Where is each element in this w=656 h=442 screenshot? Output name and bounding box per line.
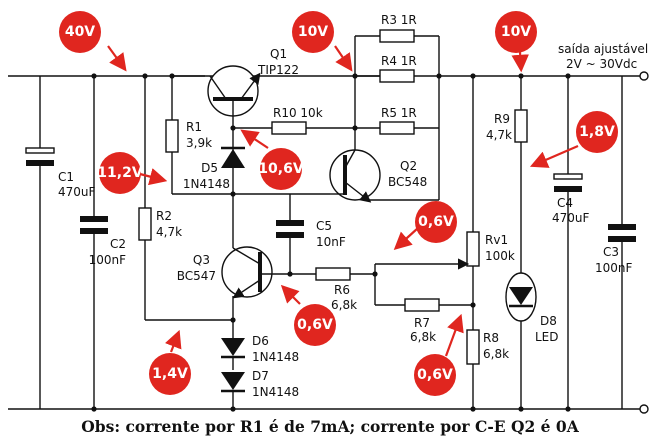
resistor-r8: R8 6,8k <box>466 329 509 409</box>
c2-value: 100nF <box>89 253 127 267</box>
r7-value: 6,8k <box>410 330 436 344</box>
c5-name: C5 <box>316 219 332 233</box>
capacitor-c1: C1 470uF <box>25 76 96 409</box>
ground-terminal <box>639 404 649 414</box>
badge-0-6v-mid: 0,6V <box>297 317 333 333</box>
diode-d6: D6 1N4148 <box>221 334 299 370</box>
potentiometer-rv1: Rv1 100k <box>374 76 515 330</box>
capacitor-c4: C4 470uF <box>552 76 590 409</box>
r1-value: 3,9k <box>186 136 212 150</box>
d5-name: D5 <box>201 161 218 175</box>
r2-value: 4,7k <box>156 225 182 239</box>
transistor-q1: Q1 TIP122 <box>172 47 299 140</box>
rv1-name: Rv1 <box>485 233 508 247</box>
badge-1-4v: 1,4V <box>152 366 188 382</box>
r4-label: R4 1R <box>381 54 417 68</box>
badge-10v-left: 10V <box>298 24 328 40</box>
led-d8: D8 LED <box>505 272 559 409</box>
c1-name: C1 <box>58 170 74 184</box>
resistor-r2: R2 4,7k <box>138 76 233 321</box>
badge-11-2v: 11,2V <box>97 165 143 181</box>
transistor-q2: Q2 BC548 <box>329 128 440 203</box>
badge-1-8v: 1,8V <box>579 124 615 140</box>
annotation-1-4v: 1,4V <box>149 329 191 395</box>
r7-name: R7 <box>414 316 430 330</box>
capacitor-c2: C2 100nF <box>80 76 126 409</box>
r9-name: R9 <box>494 112 510 126</box>
badge-10v-right: 10V <box>501 24 531 40</box>
d6-part: 1N4148 <box>252 350 299 364</box>
resistor-r4: R4 1R <box>355 54 417 83</box>
q3-part: BC547 <box>177 269 216 283</box>
d7-part: 1N4148 <box>252 385 299 399</box>
q1-name: Q1 <box>270 47 287 61</box>
annotation-1-8v: 1,8V <box>529 111 618 168</box>
r6-value: 6,8k <box>331 298 357 312</box>
q1-part: TIP122 <box>257 63 299 77</box>
badge-10-6v: 10,6V <box>258 161 304 177</box>
d6-name: D6 <box>252 334 269 348</box>
capacitor-c5: C5 10nF <box>276 194 346 274</box>
c2-name: C2 <box>110 237 126 251</box>
annotation-10v-left: 10V <box>292 11 353 72</box>
d7-name: D7 <box>252 369 269 383</box>
resistor-r1: R1 3,9k <box>165 76 330 195</box>
q3-name: Q3 <box>193 253 210 267</box>
annotation-10v-right: 10V <box>495 11 537 73</box>
annotation-40v: 40V <box>59 11 127 72</box>
r10-label: R10 10k <box>273 106 323 120</box>
footer-note: Obs: corrente por R1 é de 7mA; corrente … <box>81 417 579 436</box>
annotation-0-6v-top: 0,6V <box>393 201 457 250</box>
r3-label: R3 1R <box>381 13 417 27</box>
resistor-r9: R9 4,7k <box>486 76 528 280</box>
d5-part: 1N4148 <box>183 177 230 191</box>
r8-name: R8 <box>483 331 499 345</box>
resistor-r3: R3 1R <box>354 13 440 128</box>
c3-name: C3 <box>603 245 619 259</box>
q2-part: BC548 <box>388 175 427 189</box>
resistor-r10: R10 10k <box>233 106 355 135</box>
c3-value: 100nF <box>595 261 633 275</box>
badge-0-6v-low: 0,6V <box>417 367 453 383</box>
badge-0-6v-top: 0,6V <box>418 214 454 230</box>
resistor-r7: R7 6,8k <box>375 298 473 344</box>
diode-d5: D5 1N4148 <box>183 140 245 194</box>
c4-name: C4 <box>557 196 573 210</box>
annotation-0-6v-low: 0,6V <box>414 313 464 396</box>
annotation-11-2v: 11,2V <box>97 152 168 194</box>
r6-name: R6 <box>334 283 350 297</box>
r8-value: 6,8k <box>483 347 509 361</box>
diode-d7: D7 1N4148 <box>221 330 299 409</box>
d8-name: D8 <box>540 314 557 328</box>
r5-label: R5 1R <box>381 106 417 120</box>
output-terminal <box>639 71 649 81</box>
r9-value: 4,7k <box>486 128 512 142</box>
q2-name: Q2 <box>400 159 417 173</box>
annotation-10-6v: 10,6V <box>240 129 304 190</box>
r2-name: R2 <box>156 209 172 223</box>
output-range: 2V ~ 30Vdc <box>566 57 637 71</box>
r1-name: R1 <box>186 120 202 134</box>
output-label: saída ajustável <box>558 42 648 56</box>
resistor-r6: R6 6,8k <box>315 267 375 312</box>
badge-40v: 40V <box>65 24 95 40</box>
rv1-value: 100k <box>485 249 515 263</box>
c5-value: 10nF <box>316 235 346 249</box>
c4-value: 470uF <box>552 211 590 225</box>
annotation-0-6v-mid: 0,6V <box>280 284 336 346</box>
resistor-r5: R5 1R <box>355 106 439 135</box>
c1-value: 470uF <box>58 185 96 199</box>
capacitor-c3: C3 100nF <box>595 76 636 409</box>
d8-part: LED <box>535 330 559 344</box>
transistor-q3: Q3 BC547 <box>177 194 316 330</box>
